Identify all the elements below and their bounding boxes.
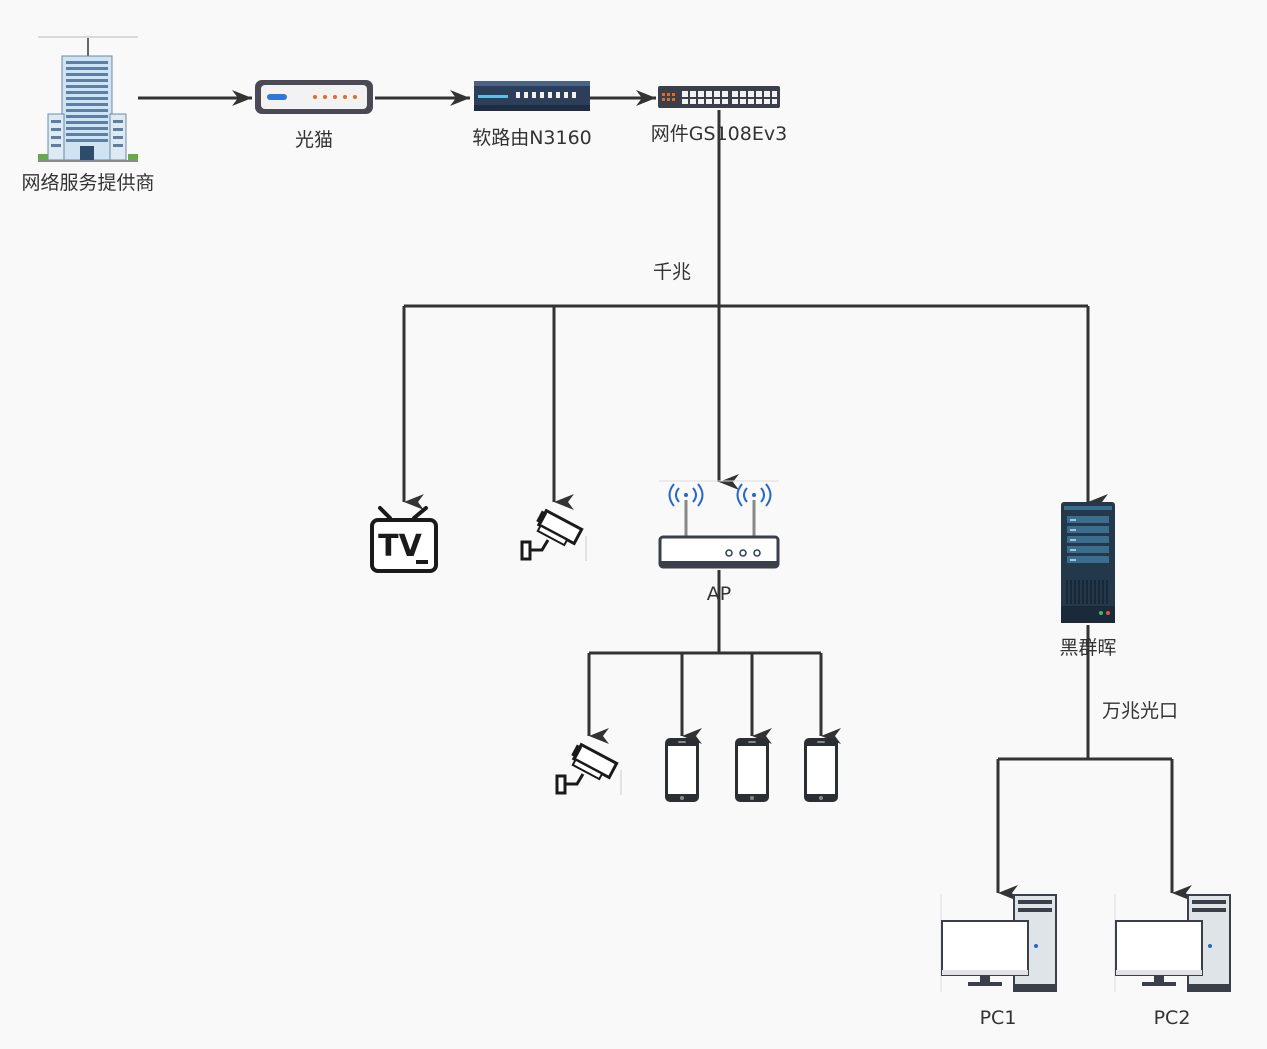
svg-text:TV: TV	[378, 529, 422, 564]
desktop-computer-icon[interactable]	[1114, 894, 1231, 992]
optical-modem-icon[interactable]	[255, 80, 373, 114]
edge-label-gigabit: 千兆	[653, 261, 691, 283]
soft-router-label: 软路由N3160	[472, 127, 592, 149]
edge-switch-trunk	[404, 110, 1088, 308]
wireless-access-point-icon[interactable]	[658, 480, 780, 569]
isp-label: 网络服务提供商	[21, 172, 154, 194]
office-building-icon[interactable]	[38, 36, 138, 162]
desktop-computer-icon[interactable]	[940, 894, 1057, 992]
switch-label: 网件GS108Ev3	[651, 123, 787, 145]
edge-ap-bus	[589, 570, 821, 655]
router-device-icon[interactable]	[474, 81, 590, 111]
nas-label: 黑群晖	[1059, 637, 1116, 659]
security-camera-icon[interactable]	[555, 742, 622, 795]
ap-label: AP	[707, 583, 731, 605]
pc1-label: PC1	[980, 1007, 1017, 1029]
smartphone-icon[interactable]	[804, 738, 838, 802]
security-camera-icon[interactable]	[520, 508, 587, 561]
network-switch-icon[interactable]	[658, 86, 780, 108]
tv-icon[interactable]: TV	[370, 506, 438, 573]
edge-nas-bus	[998, 625, 1172, 761]
edge-label-ten-gig-fiber: 万兆光口	[1102, 700, 1178, 722]
modem-label: 光猫	[295, 129, 333, 151]
server-tower-icon[interactable]	[1061, 502, 1115, 623]
smartphone-icon[interactable]	[735, 738, 769, 802]
smartphone-icon[interactable]	[665, 738, 699, 802]
pc2-label: PC2	[1154, 1007, 1191, 1029]
